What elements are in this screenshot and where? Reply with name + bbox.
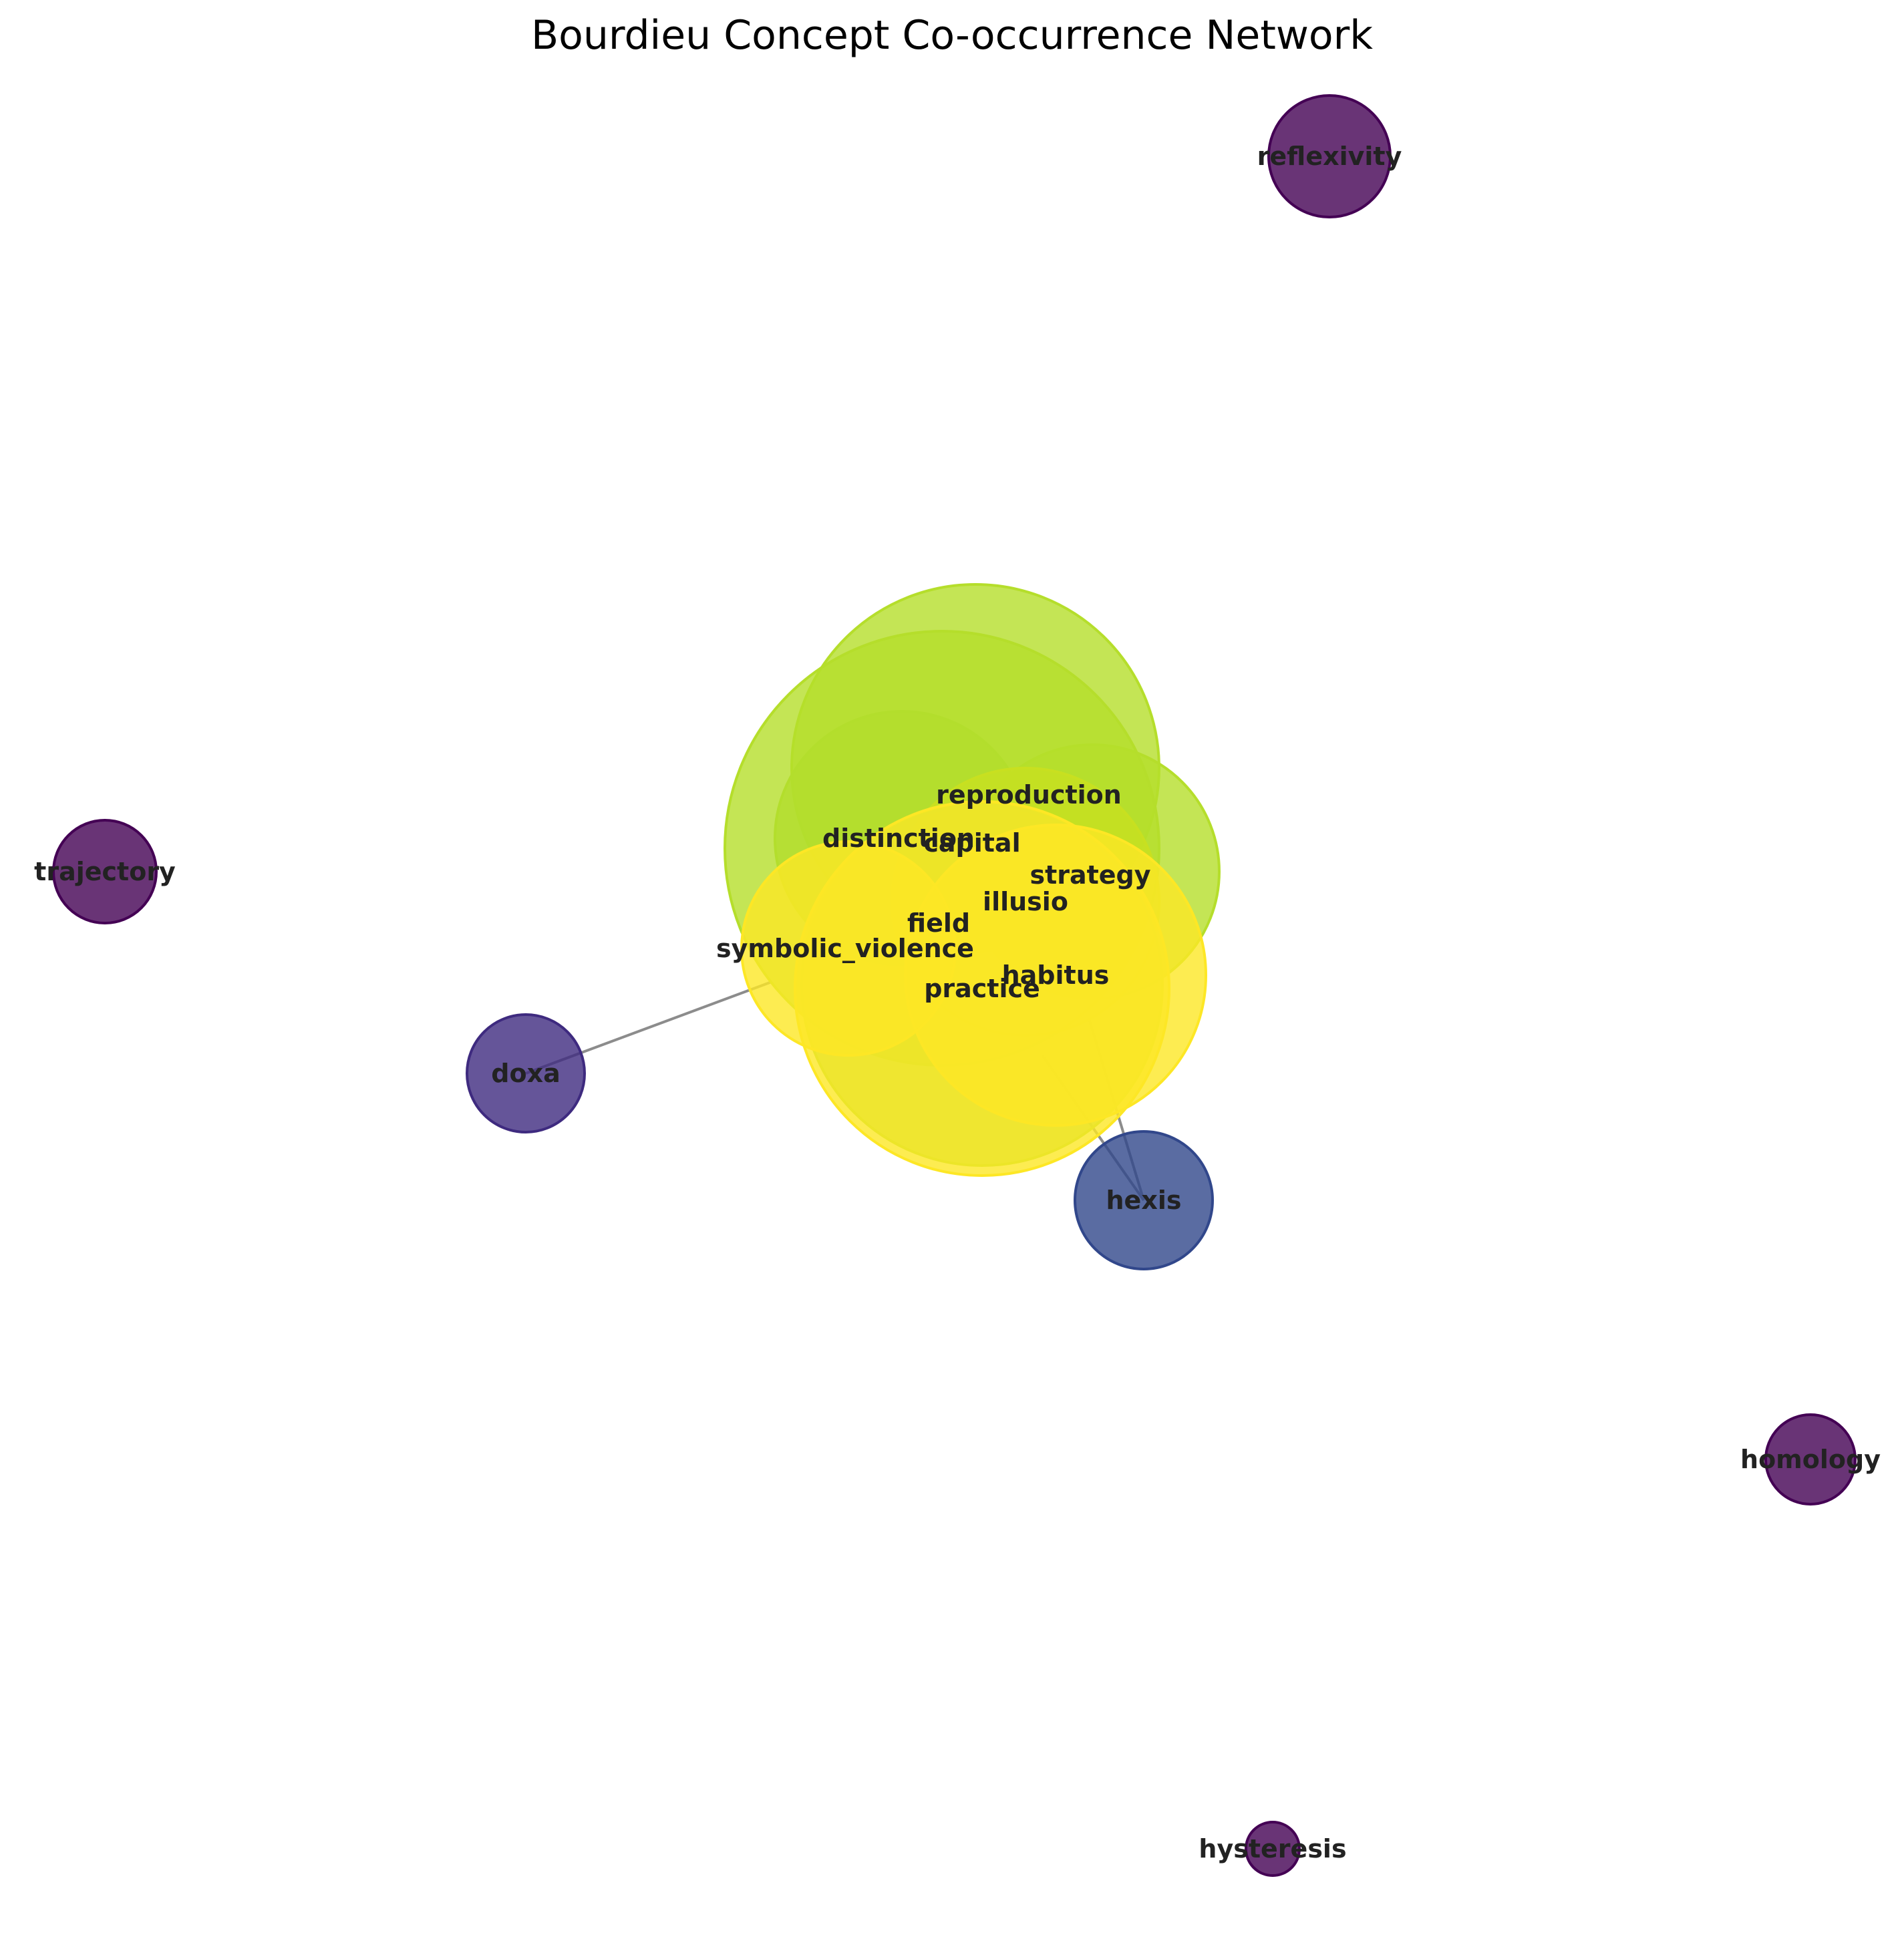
node-hysteresis[interactable] [1245,1821,1301,1877]
node-label-distinction: distinction [822,824,975,853]
node-hexis[interactable] [1074,1130,1214,1270]
node-label-practice: practice [924,974,1040,1003]
node-trajectory[interactable] [52,819,158,924]
node-label-homology: homology [1740,1445,1881,1474]
node-reflexivity[interactable] [1267,94,1392,218]
node-label-reflexivity: reflexivity [1257,142,1402,171]
nodes-layer [52,94,1857,1877]
node-label-capital: capital [923,828,1020,858]
node-label-hysteresis: hysteresis [1199,1834,1346,1864]
chart-title: Bourdieu Concept Co-occurrence Network [530,12,1374,59]
node-label-hexis: hexis [1106,1186,1182,1215]
node-label-strategy: strategy [1029,860,1150,890]
node-label-symbolic_violence: symbolic_violence [716,934,974,963]
node-label-habitus: habitus [1002,960,1110,990]
node-label-doxa: doxa [491,1059,560,1088]
node-homology[interactable] [1764,1413,1857,1506]
node-label-field: field [907,908,970,938]
node-symbolic_violence[interactable] [740,840,957,1057]
node-label-illusio: illusio [983,887,1068,916]
node-label-reproduction: reproduction [936,780,1122,810]
node-label-trajectory: trajectory [34,857,176,886]
node-doxa[interactable] [466,1013,586,1133]
